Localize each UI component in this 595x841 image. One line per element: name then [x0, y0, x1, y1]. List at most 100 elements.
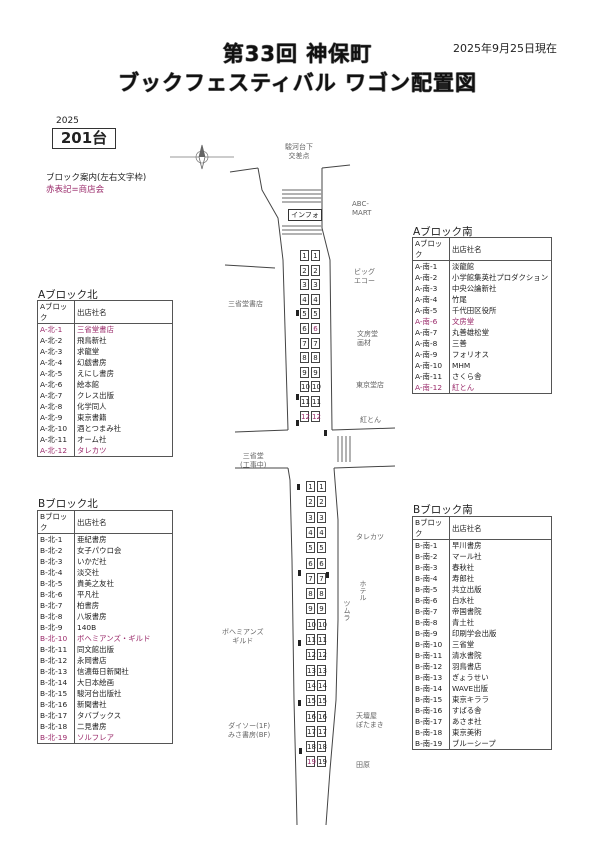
block-code: A-南-6: [412, 316, 450, 327]
exhibitor-name: 求龍堂: [77, 347, 100, 356]
block-code: B-北-14: [37, 677, 75, 688]
exhibitor-name: 小学館集英社プロダクション: [452, 273, 549, 282]
exhibitor-name: 三善: [452, 339, 467, 348]
col-exhibitor: 出店社名: [74, 300, 173, 324]
block-code: A-北-8: [37, 401, 75, 412]
block-code: B-南-13: [412, 672, 450, 683]
label-bunpodo: 文房堂 画材: [357, 330, 378, 347]
block-code: B-南-16: [412, 705, 450, 716]
compass-rose-icon: [170, 144, 234, 170]
year-label: 2025: [56, 116, 79, 126]
exhibitor-name: 文房堂: [452, 317, 475, 326]
exhibitor-name: 平凡社: [77, 590, 100, 599]
exhibitor-name: 羽鳥書店: [452, 662, 482, 671]
block-code: B-南-9: [412, 628, 450, 639]
block-code: B-北-3: [37, 556, 75, 567]
wagon-cell: 18: [306, 741, 316, 753]
wagon-cell: 4: [306, 526, 315, 538]
exhibitor-name: 亜紀書房: [77, 535, 107, 544]
wagon-cell: 14: [317, 679, 327, 691]
label-tsumura: ツムラ: [343, 600, 351, 621]
exhibitor-name: 八坂書房: [77, 612, 107, 621]
wagon-cell: 13: [306, 664, 316, 676]
exhibitor-name: 三省堂: [452, 640, 475, 649]
block-b-north-title: Bブロック北: [38, 498, 98, 510]
exhibitor-name: フォリオス: [452, 350, 489, 359]
exhibitor-name: 140B: [77, 623, 97, 632]
wagon-cell: 11: [300, 396, 310, 407]
col-exhibitor: 出店社名: [74, 510, 173, 534]
exhibitor-name: オーム社: [77, 435, 107, 444]
exhibitor-name: 青土社: [452, 618, 475, 627]
block-code: B-北-15: [37, 688, 75, 699]
exhibitor-name: えにし書房: [77, 369, 114, 378]
exhibitor-name: 淡龍館: [452, 262, 475, 271]
wagon-cell: 5: [300, 308, 309, 320]
wagon-cell: 2: [317, 496, 326, 508]
col-block: Bブロック: [412, 516, 450, 540]
block-code: A-北-7: [37, 390, 75, 401]
exhibitor-name: 三省堂書店: [77, 325, 114, 334]
block-code: B-南-10: [412, 639, 450, 650]
block-code: B-南-15: [412, 694, 450, 705]
wagon-cell: 7: [311, 337, 320, 349]
block-code: B-北-10: [37, 633, 75, 644]
wagon-cell: 2: [311, 264, 320, 276]
block-code: B-北-7: [37, 600, 75, 611]
block-code: B-南-14: [412, 683, 450, 694]
block-code: A-南-8: [412, 338, 450, 349]
exhibitor-name: すばる舎: [452, 706, 482, 715]
exhibitor-name: 白水社: [452, 596, 475, 605]
block-code: A-北-2: [37, 335, 75, 346]
exhibitor-name: ぎょうせい: [452, 673, 489, 682]
wagon-cell: 12: [306, 649, 316, 661]
exhibitor-name: 駿河台出版社: [77, 689, 122, 698]
exhibitor-name: タレカツ: [77, 446, 107, 455]
block-code: B-南-5: [412, 584, 450, 595]
exhibitor-name: 東京美術: [452, 728, 482, 737]
label-tahara: 田原: [356, 761, 370, 769]
wagon-cell: 19: [306, 756, 316, 768]
exhibitor-name: 寿郎社: [452, 574, 475, 583]
wagon-cell: 15: [317, 695, 327, 707]
exhibitor-name: あさま社: [452, 717, 482, 726]
block-b-south-title: Bブロック南: [413, 504, 473, 516]
wagon-cell: 5: [311, 308, 320, 320]
exhibitor-name: 共立出版: [452, 585, 482, 594]
block-code: B-北-2: [37, 545, 75, 556]
block-code: B-北-12: [37, 655, 75, 666]
exhibitor-name: MHM: [452, 361, 471, 370]
exhibitor-name: 信濃毎日新聞社: [77, 667, 129, 676]
exhibitor-name: ブルーシープ: [452, 739, 496, 748]
wagon-cell: 7: [317, 572, 326, 584]
wagon-cell: 9: [317, 603, 326, 615]
wagon-cell: 18: [317, 741, 327, 753]
block-code: A-南-1: [412, 260, 450, 272]
block-code: B-北-8: [37, 611, 75, 622]
legend-line-1: ブロック案内(左右文字枠): [46, 173, 147, 183]
wagon-cell: 5: [306, 542, 315, 554]
block-code: B-北-6: [37, 589, 75, 600]
block-code: B-南-4: [412, 573, 450, 584]
block-code: B-南-18: [412, 727, 450, 738]
